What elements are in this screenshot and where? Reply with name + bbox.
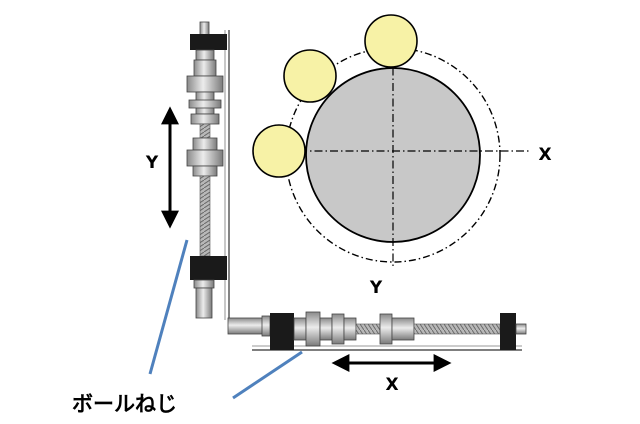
vertical-thread-short [199,123,211,139]
vertical-mid-ring [190,113,220,125]
x-label-horizontal: X [385,375,398,395]
vertical-top-block [190,34,227,50]
horizontal-ball-screw-assembly [227,311,527,351]
horizontal-right-block [500,313,516,350]
vertical-upper-flange [186,75,224,93]
horizontal-thread-short [355,323,381,335]
horizontal-right-shaft [515,323,527,335]
vertical-ball-screw-assembly [186,21,230,320]
leader-line-horizontal [232,350,303,400]
horizontal-screw-thread [413,323,501,335]
ball-screw-label: ボールねじ [72,392,177,416]
horizontal-sleeve-1 [319,317,333,341]
x-label-circle: X [538,145,551,165]
vertical-lower-flange [186,149,224,167]
vertical-screw-thread [199,175,211,257]
roller-top [364,14,418,68]
vertical-mid-flange [188,99,222,109]
horizontal-left-collar [261,315,271,337]
horizontal-flange-1 [305,311,321,347]
vertical-upper-nut [193,59,217,77]
horizontal-nut-1 [293,317,307,341]
horizontal-sleeve-2 [343,317,357,341]
horizontal-left-shaft [227,317,265,335]
vertical-bottom-shaft [195,287,213,319]
vertical-top-shaft [199,21,210,37]
horizontal-flange-3 [379,313,393,345]
vertical-bottom-collar [193,279,215,289]
vertical-lower-sleeve [192,137,218,151]
horizontal-flange-2 [331,313,345,345]
vertical-bottom-block [190,256,227,280]
y-label-circle: Y [369,278,383,298]
horizontal-left-block [270,313,294,350]
vertical-lower-ring [192,165,218,177]
horizontal-sleeve-3 [391,317,415,341]
workpiece-group [252,14,530,268]
roller-left [252,124,306,178]
vertical-top-collar [195,49,215,61]
leader-line-vertical [148,239,189,375]
y-label-vertical: Y [145,153,159,173]
roller-upper-left [283,49,337,103]
